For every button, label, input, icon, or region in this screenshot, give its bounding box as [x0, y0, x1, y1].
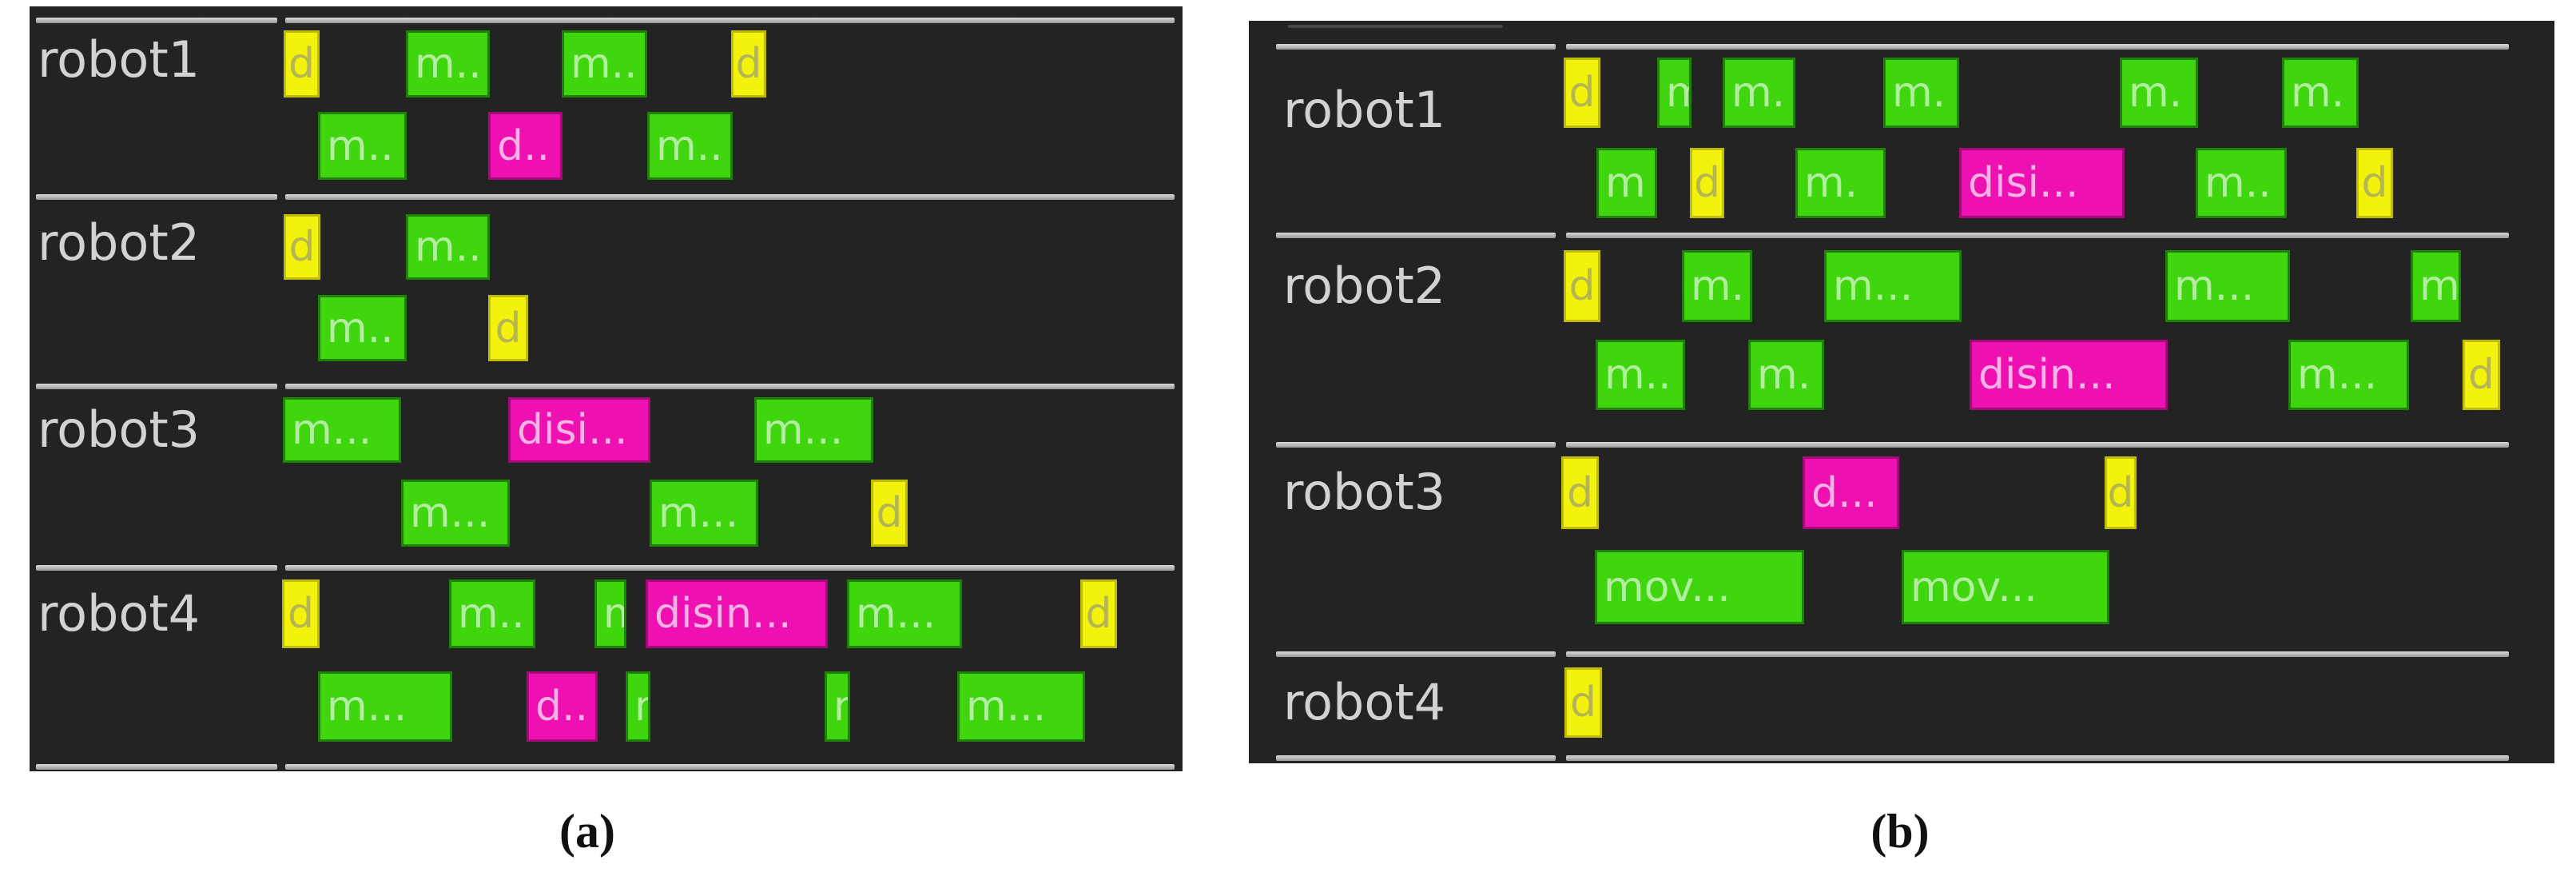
row-separator-line — [36, 384, 277, 389]
task-bar-dock: d — [282, 579, 320, 648]
task-bar-move: m — [626, 671, 650, 742]
task-bar-move: mov... — [1595, 550, 1804, 624]
row-separator-line — [1566, 755, 2509, 761]
task-bar-move: m... — [2165, 250, 2290, 322]
row-separator-line — [1566, 442, 2509, 448]
row-label-robot1: robot1 — [1283, 81, 1446, 139]
task-bar-move: m. — [1748, 340, 1824, 410]
task-bar-dock: d — [284, 30, 320, 98]
task-bar-disinfect: d.. — [488, 112, 563, 180]
task-bar-disinfect: disin... — [1970, 340, 2168, 410]
row-separator-line — [1276, 44, 1556, 50]
row-label-robot2: robot2 — [1283, 257, 1446, 315]
row-separator-line — [285, 384, 1175, 389]
task-bar-move: m... — [318, 671, 452, 742]
task-bar-dock: d — [1564, 58, 1600, 128]
task-bar-move: m. — [1883, 58, 1959, 128]
task-bar-move: m.. — [406, 214, 490, 280]
task-bar-dock: d — [1080, 579, 1117, 648]
task-bar-dock: d — [1564, 667, 1602, 738]
task-bar-move: m... — [957, 671, 1085, 742]
task-bar-dock: d — [1561, 456, 1599, 529]
row-separator-line — [36, 565, 277, 571]
task-bar-disinfect: disin... — [646, 579, 828, 648]
task-bar-dock: d — [1564, 250, 1600, 322]
row-separator-line — [36, 18, 277, 23]
task-bar-move: m.. — [1596, 340, 1685, 410]
task-bar-dock: d — [2105, 456, 2137, 529]
task-bar-move: m... — [401, 480, 510, 547]
task-bar-disinfect: disi... — [1959, 148, 2125, 218]
row-separator-line — [1276, 651, 1556, 657]
task-bar-disinfect: d.. — [527, 671, 598, 742]
task-bar-move: m — [2411, 250, 2461, 322]
task-bar-move: m.. — [318, 112, 407, 180]
row-separator-line — [1566, 44, 2509, 50]
row-label-robot2: robot2 — [38, 213, 201, 272]
task-bar-move: m.. — [562, 30, 647, 98]
task-bar-move: m — [1657, 58, 1691, 128]
task-bar-move: m.. — [318, 295, 407, 361]
task-bar-move: m... — [283, 397, 401, 463]
task-bar-disinfect: d... — [1803, 456, 1899, 529]
task-bar-move: m — [594, 579, 626, 648]
task-bar-dock: d — [871, 480, 908, 547]
task-bar-move: m.. — [449, 579, 535, 648]
task-bar-move: m... — [2288, 340, 2409, 410]
task-bar-dock: d — [488, 295, 528, 361]
row-label-robot3: robot3 — [1283, 463, 1446, 521]
row-separator-line — [1276, 442, 1556, 448]
task-bar-disinfect: disi... — [508, 397, 650, 463]
row-label-robot4: robot4 — [38, 584, 201, 643]
task-bar-move: m.. — [406, 30, 490, 98]
task-bar-move: m. — [2282, 58, 2359, 128]
row-separator-line — [285, 18, 1175, 23]
task-bar-dock: d — [2356, 148, 2393, 218]
task-bar-move: m.. — [647, 112, 733, 180]
row-separator-line — [36, 194, 277, 200]
row-separator-line — [36, 764, 277, 770]
caption-b: (b) — [1870, 805, 1930, 858]
task-bar-move: m... — [1824, 250, 1962, 322]
task-bar-move: m. — [1723, 58, 1795, 128]
task-bar-move: m... — [847, 579, 962, 648]
task-bar-dock: d — [731, 30, 766, 98]
row-label-robot3: robot3 — [38, 400, 201, 459]
row-separator-line — [1566, 651, 2509, 657]
row-label-robot4: robot4 — [1283, 673, 1446, 731]
faint-top-edge-line — [1288, 25, 1503, 28]
caption-a: (a) — [559, 805, 615, 858]
task-bar-dock: d — [2463, 340, 2500, 410]
row-separator-line — [285, 565, 1175, 571]
task-bar-dock: d — [1690, 148, 1724, 218]
task-bar-move: m. — [2120, 58, 2198, 128]
task-bar-dock: d — [284, 214, 320, 280]
row-separator-line — [1276, 233, 1556, 238]
task-bar-move: m... — [754, 397, 873, 463]
task-bar-move: m — [825, 671, 850, 742]
task-bar-move: m. — [1682, 250, 1752, 322]
task-bar-move: m... — [650, 480, 758, 547]
row-separator-line — [1276, 755, 1556, 761]
task-bar-move: m.. — [2196, 148, 2287, 218]
task-bar-move: m. — [1795, 148, 1886, 218]
row-separator-line — [1566, 233, 2509, 238]
task-bar-move: mov... — [1902, 550, 2109, 624]
row-separator-line — [285, 764, 1175, 770]
task-bar-move: m — [1596, 148, 1657, 218]
row-label-robot1: robot1 — [38, 30, 201, 89]
row-separator-line — [285, 194, 1175, 200]
